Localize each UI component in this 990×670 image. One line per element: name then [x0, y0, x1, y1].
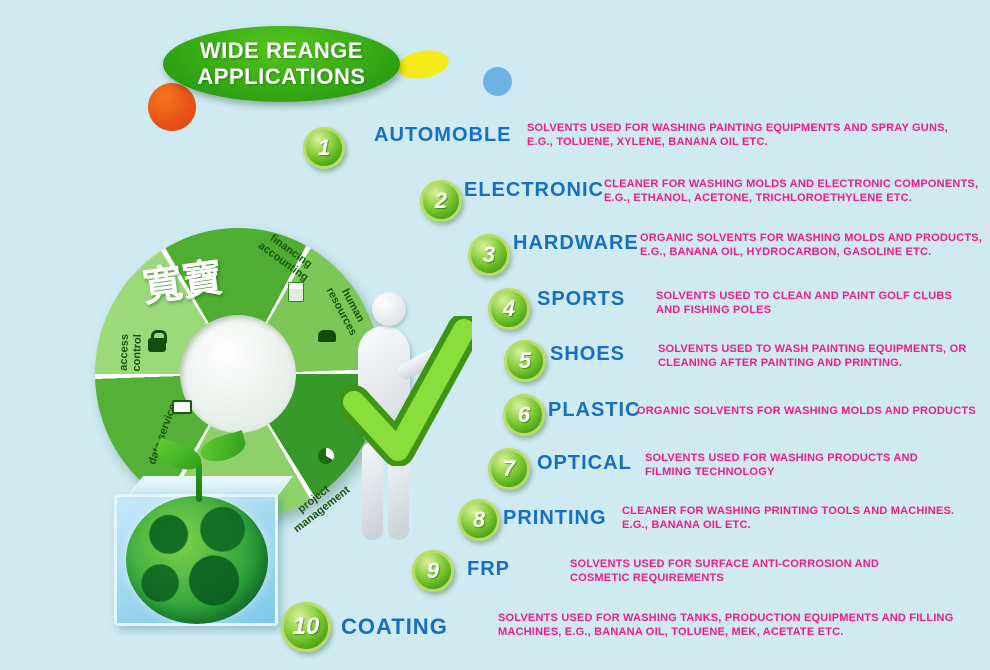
yellow-dot-decoration [395, 46, 451, 83]
pie-chart-icon [318, 448, 334, 464]
item-9-number-badge: 9 [412, 550, 454, 592]
item-10-description: SOLVENTS USED FOR WASHING TANKS, PRODUCT… [498, 612, 954, 639]
wheel-brand-text: 寬寶 [139, 255, 226, 311]
item-2-title: ELECTRONIC [464, 179, 604, 201]
item-3-description: ORGANIC SOLVENTS FOR WASHING MOLDS AND P… [640, 232, 983, 259]
monitor-icon [172, 400, 192, 414]
item-4-description: SOLVENTS USED TO CLEAN AND PAINT GOLF CL… [656, 290, 953, 317]
item-10-title: COATING [341, 614, 448, 639]
header-line1: WIDE REANGE [199, 38, 364, 63]
item-2-description: CLEANER FOR WASHING MOLDS AND ELECTRONIC… [604, 178, 979, 205]
item-5-title: SHOES [550, 343, 626, 365]
item-5-number-badge: 5 [504, 340, 546, 382]
item-9-description: SOLVENTS USED FOR SURFACE ANTI-CORROSION… [570, 558, 880, 585]
item-6-title: PLASTIC [548, 399, 641, 421]
header-badge: WIDE REANGE APPLICATIONS [163, 26, 400, 102]
item-1-description: SOLVENTS USED FOR WASHING PAINTING EQUIP… [527, 122, 948, 149]
segmented-wheel-graphic [95, 228, 381, 520]
mascot-leg [388, 442, 409, 540]
item-5-description: SOLVENTS USED TO WASH PAINTING EQUIPMENT… [658, 343, 967, 370]
item-4-number-badge: 4 [488, 288, 530, 330]
lock-icon [148, 330, 167, 352]
mascot-head [372, 292, 406, 326]
people-icon [318, 330, 336, 342]
mascot-leg [362, 442, 383, 540]
item-9-title: FRP [467, 558, 510, 580]
earth-globe [126, 496, 268, 624]
item-7-number-badge: 7 [488, 448, 530, 490]
item-7-description: SOLVENTS USED FOR WASHING PRODUCTS AND F… [645, 452, 918, 479]
item-2-number-badge: 2 [420, 180, 462, 222]
item-1-number-badge: 1 [303, 127, 345, 169]
item-6-description: ORGANIC SOLVENTS FOR WASHING MOLDS AND P… [637, 405, 976, 417]
calculator-icon [288, 282, 304, 302]
sprout-stem [196, 462, 202, 502]
item-8-title: PRINTING [503, 507, 607, 529]
check-mark-icon [340, 316, 472, 466]
wheel-label-access-control: access control [117, 333, 144, 372]
blue-dot-decoration [483, 67, 512, 96]
item-3-number-badge: 3 [468, 234, 510, 276]
item-7-title: OPTICAL [537, 452, 632, 474]
orange-dot-decoration [148, 83, 196, 131]
item-1-title: AUTOMOBLE [374, 124, 512, 146]
item-10-number-badge: 10 [281, 602, 331, 652]
item-8-description: CLEANER FOR WASHING PRINTING TOOLS AND M… [622, 505, 955, 532]
item-4-title: SPORTS [537, 288, 626, 310]
item-6-number-badge: 6 [503, 394, 545, 436]
item-3-title: HARDWARE [513, 232, 639, 254]
item-8-number-badge: 8 [458, 499, 500, 541]
header-line2: APPLICATIONS [197, 64, 366, 89]
